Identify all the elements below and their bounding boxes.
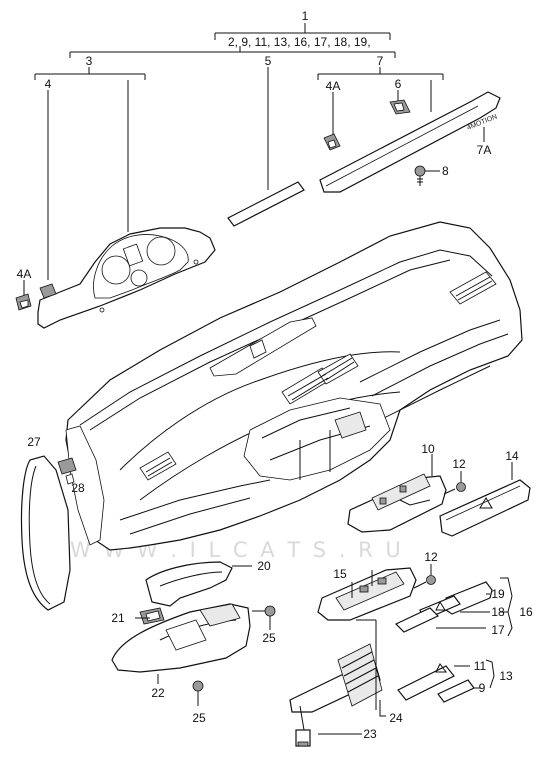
button-9 bbox=[437, 679, 475, 703]
callout-7: 7 bbox=[377, 54, 384, 68]
callout-brackets bbox=[23, 23, 485, 296]
callout-27: 27 bbox=[27, 435, 41, 449]
callout-23: 23 bbox=[363, 727, 377, 741]
trim-panel-7: 4MOTION bbox=[319, 91, 501, 193]
callout-1: 1 bbox=[302, 9, 309, 23]
callout-21: 21 bbox=[111, 611, 125, 625]
instrument-cluster-trim bbox=[37, 227, 216, 329]
control-module-24 bbox=[289, 643, 383, 731]
callout-10: 10 bbox=[421, 442, 435, 456]
clip-4a-top bbox=[323, 133, 341, 151]
callout-12-mid: 12 bbox=[424, 550, 438, 564]
callout-7a: 7A bbox=[477, 143, 492, 157]
trim-strip-5 bbox=[227, 181, 305, 227]
callout-14: 14 bbox=[505, 449, 519, 463]
callout-28: 28 bbox=[71, 481, 85, 495]
switch-unit-10 bbox=[347, 454, 447, 533]
callout-25-top: 25 bbox=[262, 631, 276, 645]
callout-12-top: 12 bbox=[452, 457, 466, 471]
button-11 bbox=[397, 663, 455, 701]
callout-19: 19 bbox=[491, 587, 505, 601]
clip-28 bbox=[57, 457, 77, 485]
hazard-switch-trim-14 bbox=[439, 462, 531, 537]
callout-24: 24 bbox=[389, 711, 403, 725]
callout-4a-top: 4A bbox=[326, 79, 341, 93]
column-upper-trim-20 bbox=[145, 561, 233, 607]
callout-20: 20 bbox=[257, 559, 271, 573]
callout-9: 9 bbox=[479, 681, 486, 695]
callout-8: 8 bbox=[442, 164, 449, 178]
group-brackets bbox=[379, 577, 513, 717]
callout-13: 13 bbox=[499, 669, 513, 683]
screw-12-top bbox=[443, 471, 466, 495]
switch-module-15 bbox=[317, 567, 417, 621]
callout-22: 22 bbox=[151, 686, 165, 700]
screw-25-top bbox=[252, 605, 276, 630]
clip-4a-left bbox=[15, 283, 57, 311]
dashboard-panel bbox=[65, 221, 523, 551]
callout-25-bottom: 25 bbox=[192, 711, 206, 725]
screw-25-bottom bbox=[192, 680, 204, 706]
clip-6 bbox=[389, 99, 411, 115]
callout-11: 11 bbox=[474, 659, 487, 673]
callout-1-list: 2, 9, 11, 13, 16, 17, 18, 19, bbox=[228, 35, 371, 49]
clip-21 bbox=[139, 607, 165, 625]
right-vent bbox=[449, 271, 497, 305]
callout-4: 4 bbox=[45, 77, 52, 91]
callout-15: 15 bbox=[333, 567, 347, 581]
callout-5: 5 bbox=[265, 54, 272, 68]
screw-12-mid bbox=[413, 564, 436, 589]
callout-18: 18 bbox=[491, 605, 505, 619]
callout-6: 6 bbox=[395, 77, 402, 91]
callout-3: 3 bbox=[86, 54, 93, 68]
lower-leader-lines bbox=[135, 565, 490, 735]
callout-4a-left: 4A bbox=[17, 267, 32, 281]
left-vent bbox=[139, 451, 177, 481]
button-17 bbox=[394, 607, 440, 633]
column-lower-trim-22 bbox=[111, 603, 251, 673]
connector-23 bbox=[295, 729, 311, 747]
callout-labels: 1 2, 9, 11, 13, 16, 17, 18, 19, 3 4 5 7 … bbox=[17, 9, 533, 741]
callout-17: 17 bbox=[491, 623, 505, 637]
end-cap-27 bbox=[20, 455, 71, 611]
screw-8 bbox=[414, 165, 426, 186]
center-vents bbox=[281, 353, 359, 405]
callout-16: 16 bbox=[519, 605, 533, 619]
